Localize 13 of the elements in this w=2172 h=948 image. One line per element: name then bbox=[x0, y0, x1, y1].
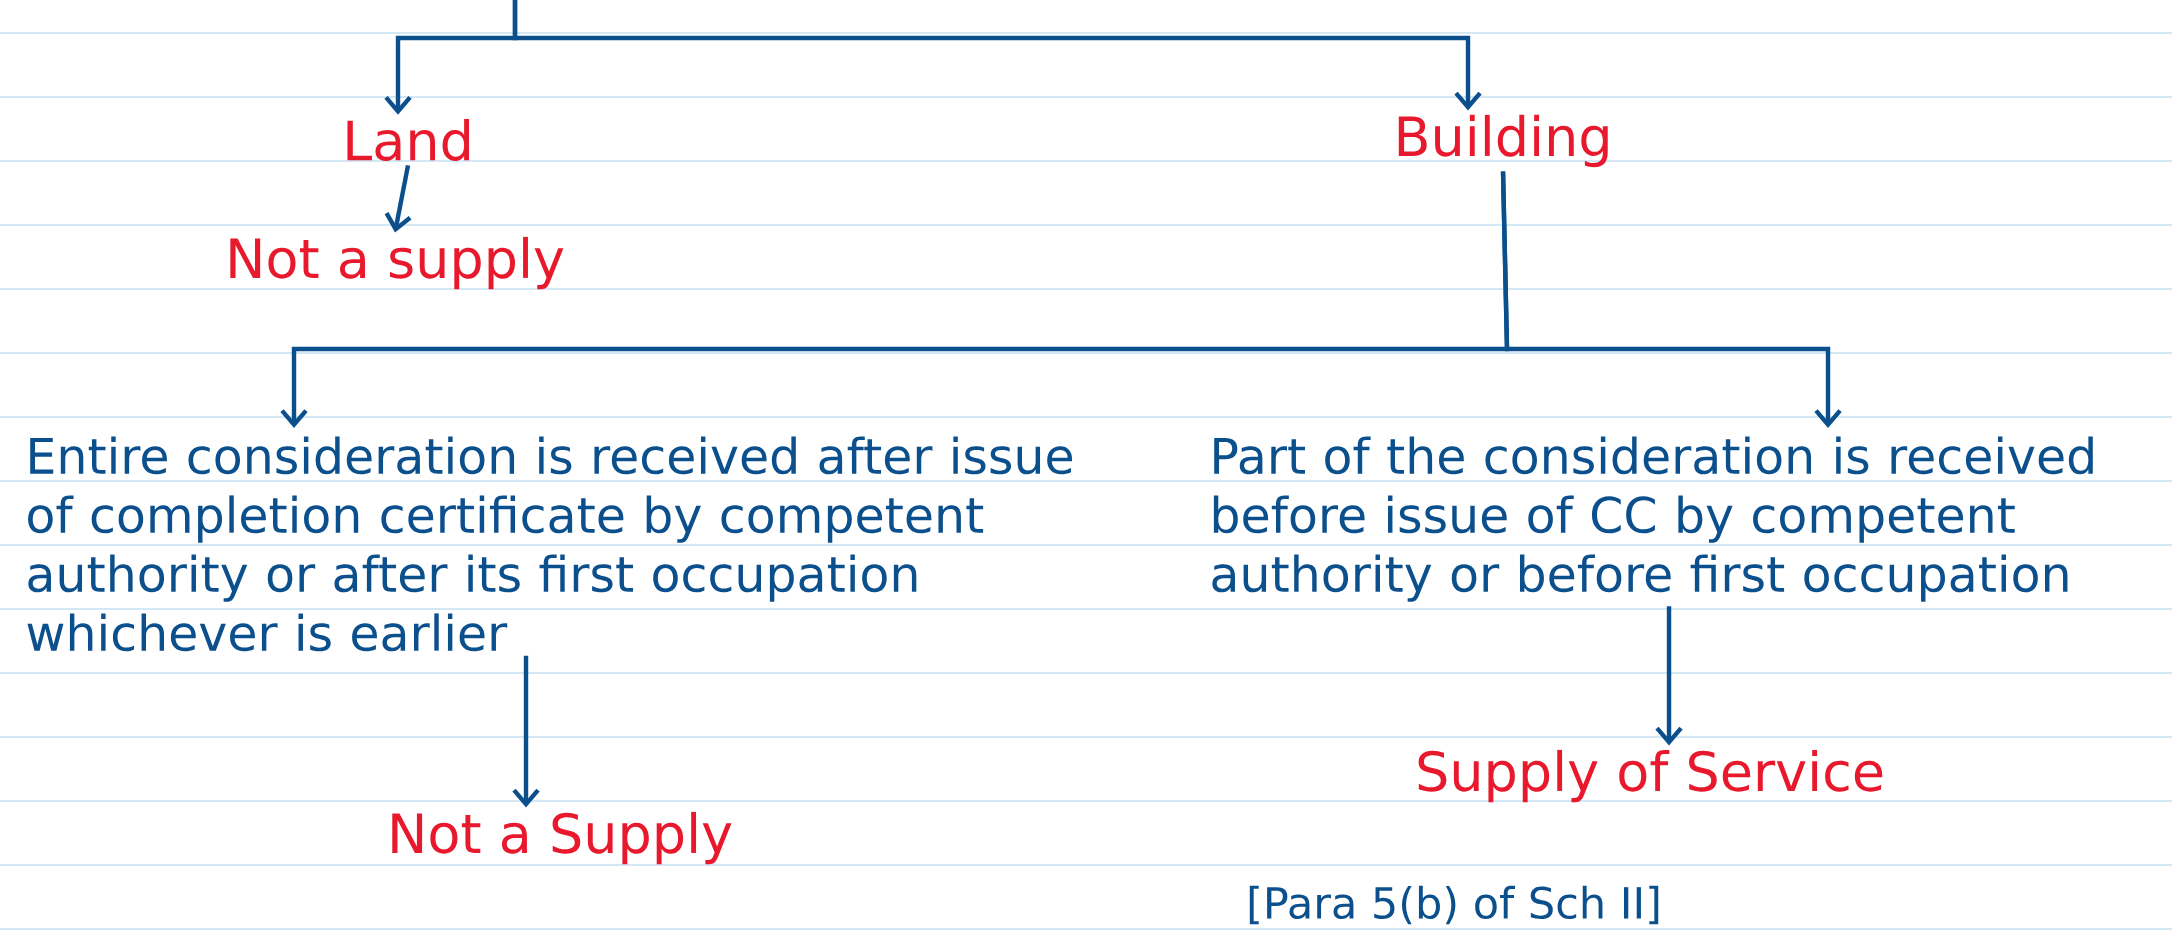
note-text: Entire consideration is received after issue of completion certificate by competent authority or after its first occupation whichever is earlier bbox=[27, 436, 1073, 652]
arrow bbox=[512, 655, 540, 808]
heading-text: Supply of Service bbox=[1418, 749, 1883, 803]
arrow bbox=[1500, 171, 1842, 428]
heading-text: Land bbox=[347, 119, 469, 161]
arrow bbox=[384, 164, 412, 233]
arrow bbox=[512, 0, 1482, 111]
note-text: Part of the consideration is received before issue of CC by competent authority or before first occupation bbox=[1212, 436, 2093, 602]
heading-text: Not a Supply bbox=[392, 811, 732, 865]
heading-text: Not a supply bbox=[230, 236, 564, 290]
arrow bbox=[1655, 606, 1683, 746]
note-text: [Para 5(b) of Sch II] bbox=[1249, 885, 1659, 925]
heading-text: Building bbox=[1398, 114, 1608, 168]
